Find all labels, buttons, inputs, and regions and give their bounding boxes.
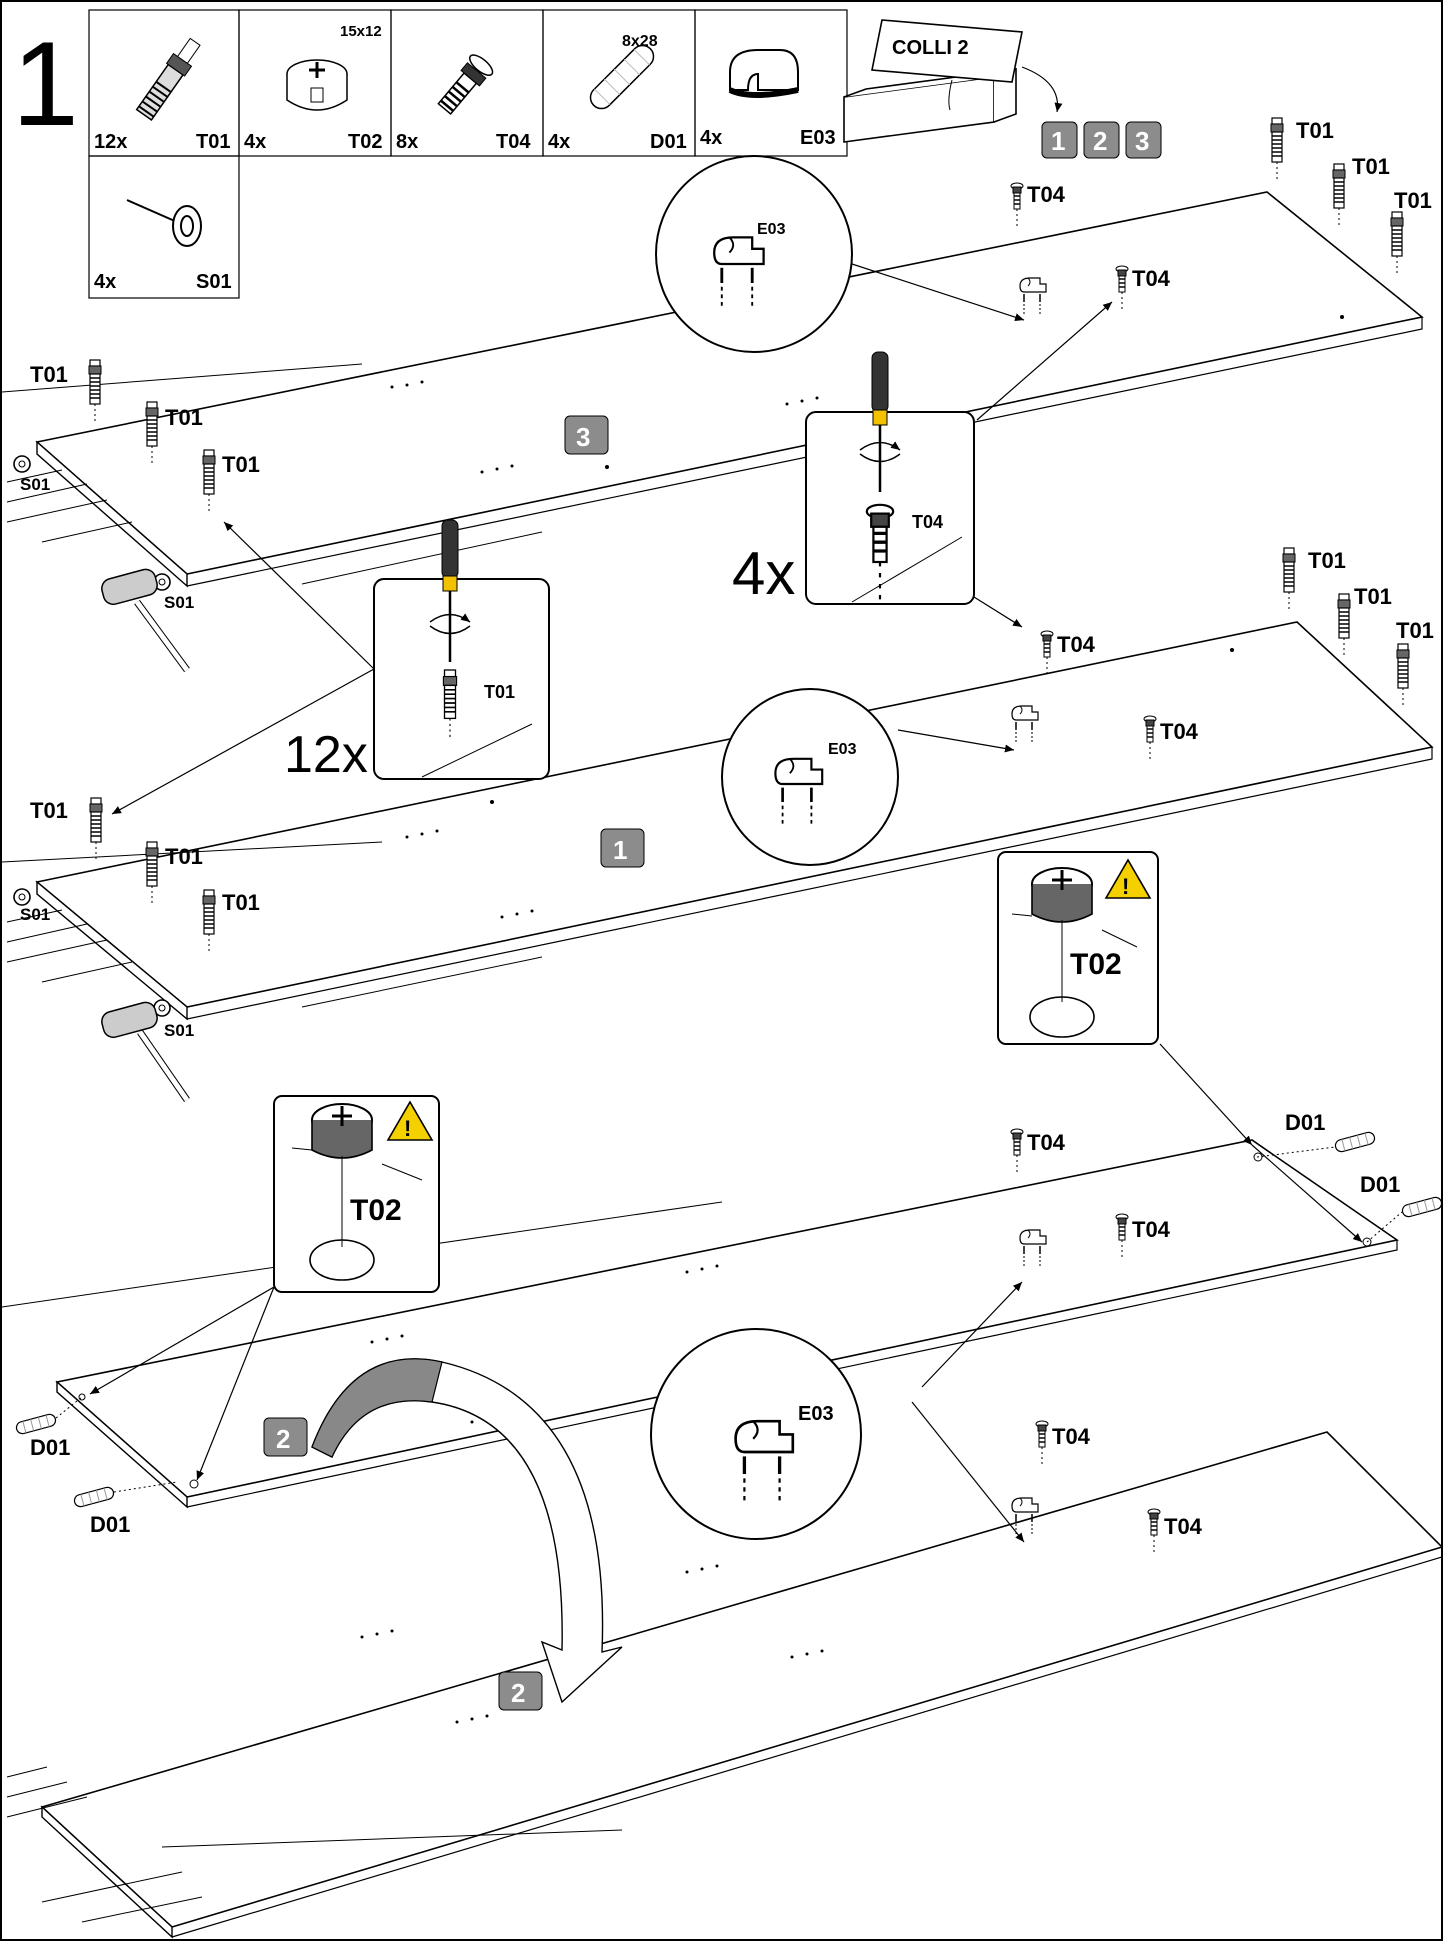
multiplier-4x: 4x bbox=[732, 540, 795, 607]
panel-badge-3: 3 bbox=[564, 415, 609, 455]
label-t01: T01 bbox=[1352, 154, 1390, 179]
cam-bolt-icon bbox=[135, 37, 201, 121]
detail-t01-install: T01 12x bbox=[111, 519, 550, 815]
label-t01: T01 bbox=[1308, 548, 1346, 573]
svg-text:T04: T04 bbox=[912, 512, 943, 532]
label-t04: T04 bbox=[1027, 1130, 1066, 1155]
label-t01: T01 bbox=[222, 890, 260, 915]
label-d01: D01 bbox=[1360, 1172, 1400, 1197]
warning-icon: ! bbox=[1104, 858, 1152, 899]
part-code: E03 bbox=[800, 127, 836, 149]
svg-text:E03: E03 bbox=[798, 1403, 834, 1425]
panel-badge-2: 2 bbox=[498, 1671, 543, 1711]
label-t01: T01 bbox=[30, 798, 68, 823]
label-t04: T04 bbox=[1052, 1424, 1091, 1449]
label-t01: T01 bbox=[30, 362, 68, 387]
flip-arrow bbox=[311, 1358, 623, 1704]
svg-text:3: 3 bbox=[576, 422, 590, 452]
part-qty: 8x bbox=[396, 131, 418, 153]
callout-e03: E03 bbox=[721, 688, 1015, 866]
label-t04: T04 bbox=[1132, 266, 1171, 291]
label-s01: S01 bbox=[164, 1021, 194, 1040]
detail-t02-left: T02 ! bbox=[89, 1095, 440, 1481]
label-t01: T01 bbox=[1354, 584, 1392, 609]
colli-box: COLLI 2 bbox=[843, 19, 1063, 143]
step-number: 1 bbox=[12, 17, 79, 151]
panel-badge-1: 1 bbox=[600, 828, 645, 868]
label-t04: T04 bbox=[1164, 1514, 1203, 1539]
panel-2-upright bbox=[2, 1139, 1399, 1509]
label-t04: T04 bbox=[1057, 632, 1096, 657]
part-size: 8x28 bbox=[622, 33, 658, 50]
hammer-icon bbox=[101, 568, 190, 673]
part-qty: 4x bbox=[94, 271, 116, 293]
colli-badge: 1 bbox=[1051, 126, 1065, 156]
svg-text:!: ! bbox=[404, 1116, 411, 1141]
part-qty: 12x bbox=[94, 131, 127, 153]
panel-1 bbox=[2, 621, 1434, 1021]
part-code: D01 bbox=[650, 131, 687, 153]
nail-glide-icon bbox=[126, 199, 202, 247]
label-d01: D01 bbox=[1285, 1110, 1325, 1135]
label-t01: T01 bbox=[1296, 118, 1334, 143]
svg-text:E03: E03 bbox=[757, 221, 786, 238]
multiplier-12x: 12x bbox=[284, 726, 368, 784]
colli-label: COLLI 2 bbox=[892, 37, 969, 59]
label-t02: T02 bbox=[1070, 948, 1122, 981]
label-t01: T01 bbox=[1396, 618, 1434, 643]
label-t01: T01 bbox=[222, 452, 260, 477]
detail-t02-right: T02 ! bbox=[997, 851, 1363, 1243]
callout-e03: E03 bbox=[655, 155, 1025, 353]
part-size: 15x12 bbox=[340, 23, 382, 40]
label-d01: D01 bbox=[90, 1512, 130, 1537]
part-code: T01 bbox=[196, 131, 230, 153]
part-qty: 4x bbox=[700, 127, 722, 149]
label-s01: S01 bbox=[164, 593, 194, 612]
panel-2-flipped bbox=[6, 1431, 1441, 1939]
wood-dowel-icon bbox=[589, 44, 655, 110]
label-t02: T02 bbox=[350, 1194, 402, 1227]
detail-t04-install: T04 4x bbox=[732, 301, 1113, 628]
panel-3 bbox=[2, 191, 1424, 588]
colli-badge: 2 bbox=[1093, 126, 1107, 156]
label-t01: T01 bbox=[165, 405, 203, 430]
panel-badge-2: 2 bbox=[263, 1417, 308, 1457]
shelf-support-icon bbox=[728, 49, 799, 98]
label-d01: D01 bbox=[30, 1435, 70, 1460]
label-t01: T01 bbox=[1394, 188, 1432, 213]
parts-table: 12x T01 4x T02 15x12 8x T04 4x D01 8x28 … bbox=[88, 9, 848, 299]
callout-e03: E03 bbox=[650, 1281, 1025, 1543]
cam-lock-icon bbox=[286, 59, 348, 111]
hammer-icon bbox=[101, 1001, 190, 1102]
colli-panel-badges: 1 2 3 bbox=[1041, 121, 1162, 159]
part-code: T04 bbox=[496, 131, 531, 153]
svg-text:T01: T01 bbox=[484, 682, 515, 702]
nail-glide-group bbox=[13, 455, 171, 1017]
colli-badge: 3 bbox=[1135, 126, 1149, 156]
label-t04: T04 bbox=[1160, 719, 1199, 744]
part-qty: 4x bbox=[244, 131, 266, 153]
label-s01: S01 bbox=[20, 905, 50, 924]
label-s01: S01 bbox=[20, 475, 50, 494]
label-t04: T04 bbox=[1027, 182, 1066, 207]
wood-dowel-group bbox=[14, 1130, 1441, 1509]
screw-connector-icon bbox=[437, 54, 494, 116]
svg-text:!: ! bbox=[1122, 874, 1129, 899]
svg-text:2: 2 bbox=[511, 1678, 525, 1708]
label-t04: T04 bbox=[1132, 1217, 1171, 1242]
svg-text:1: 1 bbox=[613, 835, 627, 865]
svg-text:E03: E03 bbox=[828, 741, 857, 758]
warning-icon: ! bbox=[386, 1100, 434, 1141]
part-code: S01 bbox=[196, 271, 232, 293]
svg-text:2: 2 bbox=[276, 1424, 290, 1454]
part-code: T02 bbox=[348, 131, 382, 153]
label-t01: T01 bbox=[165, 844, 203, 869]
part-qty: 4x bbox=[548, 131, 570, 153]
